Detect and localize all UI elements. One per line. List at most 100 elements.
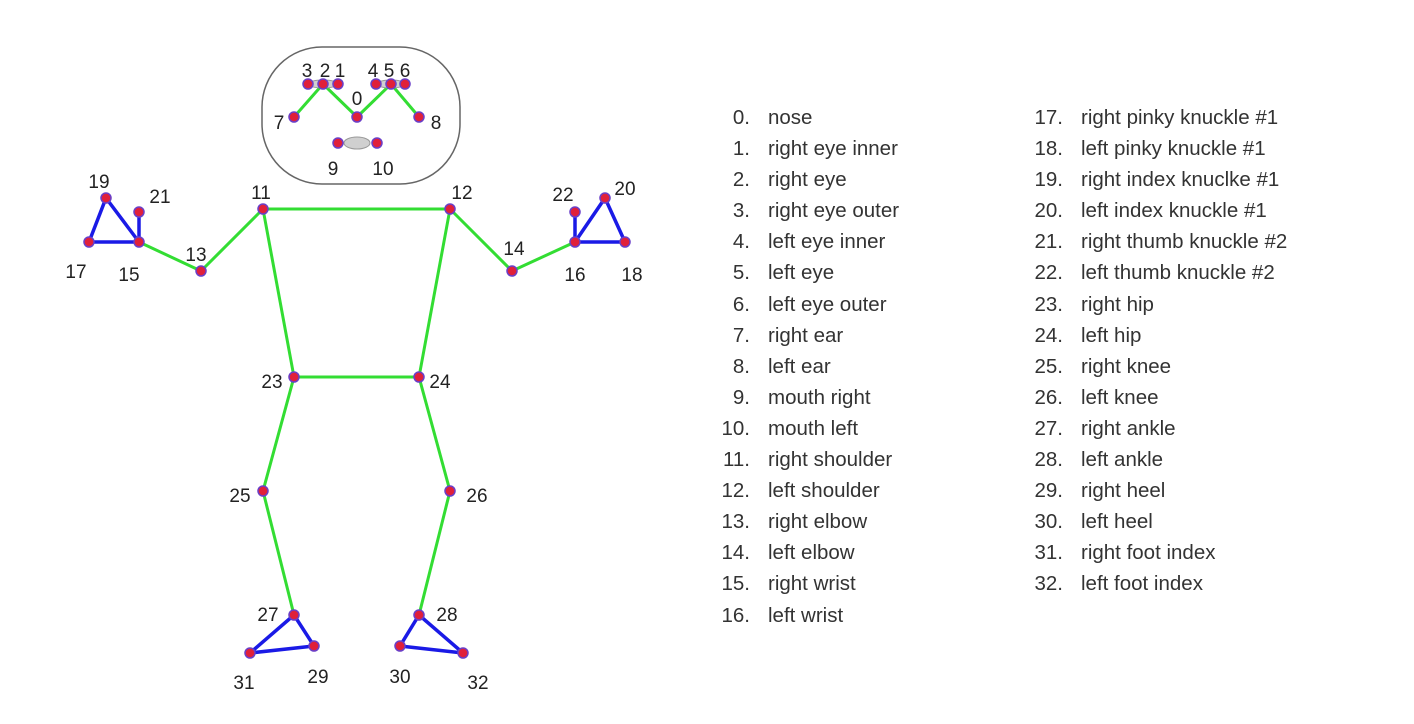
landmark-number-label: 5 xyxy=(384,61,395,82)
landmark-number-label: 9 xyxy=(328,159,339,180)
legend-label: left thumb knuckle #2 xyxy=(1081,261,1275,285)
landmark-number-label: 31 xyxy=(233,673,254,694)
landmark-point xyxy=(317,78,329,90)
landmark-number-label: 14 xyxy=(503,239,525,260)
landmark-number-label: 15 xyxy=(118,265,139,286)
landmark-point xyxy=(288,111,300,123)
landmark-number-label: 24 xyxy=(429,372,451,393)
landmark-number-label: 23 xyxy=(261,372,282,393)
legend-label: left eye xyxy=(768,261,835,285)
legend-number: 6. xyxy=(732,292,750,316)
legend-number: 18. xyxy=(1034,137,1064,161)
landmark-number-label: 13 xyxy=(185,245,206,266)
body-connection xyxy=(137,240,203,273)
legend-number: 26. xyxy=(1034,385,1064,409)
landmark-number-label: 6 xyxy=(400,61,411,82)
legend-item: 21.right thumb knuckle #2 xyxy=(1010,226,1288,257)
legend-label: right knee xyxy=(1081,354,1172,378)
landmark-point xyxy=(413,609,425,621)
landmark-number-label: 0 xyxy=(352,89,363,110)
legend-number: 1. xyxy=(732,137,750,161)
legend-item: 3.right eye outer xyxy=(700,195,899,226)
legend-label: left wrist xyxy=(768,603,844,627)
landmark-number-label: 27 xyxy=(257,605,278,626)
landmark-point xyxy=(257,203,269,215)
landmark-point xyxy=(244,647,256,659)
body-connection xyxy=(417,207,452,379)
landmark-point xyxy=(288,609,300,621)
legend-label: left eye inner xyxy=(768,230,886,254)
landmark-point xyxy=(399,78,411,90)
face-connection xyxy=(292,82,325,119)
legend-item: 7.right ear xyxy=(700,320,899,351)
legend-number: 20. xyxy=(1034,199,1064,223)
legend-item: 12.left shoulder xyxy=(700,475,899,506)
legend-number: 17. xyxy=(1034,106,1064,129)
legend-number: 22. xyxy=(1034,261,1064,285)
legend-label: left foot index xyxy=(1081,572,1203,596)
legend-label: left knee xyxy=(1081,385,1159,409)
landmark-point xyxy=(288,371,300,383)
legend-item: 8.left ear xyxy=(700,351,899,382)
hand-foot-connection xyxy=(248,613,296,655)
landmark-number-label: 10 xyxy=(372,159,393,180)
legend-label: right eye xyxy=(768,168,847,192)
legend-label: right eye inner xyxy=(768,137,898,161)
landmark-number-label: 32 xyxy=(467,673,488,694)
landmark-number-label: 18 xyxy=(621,265,642,286)
hand-foot-connection xyxy=(398,644,465,655)
legend-label: left pinky knuckle #1 xyxy=(1081,137,1266,161)
legend-item: 4.left eye inner xyxy=(700,226,899,257)
legend-item: 2.right eye xyxy=(700,164,899,195)
legend-item: 26. left knee xyxy=(1010,382,1287,413)
legend-number: 11. xyxy=(723,448,750,472)
legend-item: 11.right shoulder xyxy=(700,444,899,475)
legend-item: 9.mouth right xyxy=(700,382,899,413)
legend-label: left eye outer xyxy=(768,292,887,316)
landmark-point xyxy=(371,137,383,149)
legend-item: 15.right wrist xyxy=(700,568,899,599)
landmark-point xyxy=(457,647,469,659)
body-connection xyxy=(261,489,296,617)
landmark-number-label: 11 xyxy=(251,183,271,204)
hand-foot-connection xyxy=(292,613,316,648)
legend-item: 23.right hip xyxy=(1010,289,1287,320)
legend-number: 16. xyxy=(721,603,751,627)
legend-item: 27.right ankle xyxy=(1010,413,1287,444)
landmark-number-label: 3 xyxy=(302,61,313,82)
face-connection xyxy=(355,82,393,119)
landmark-point xyxy=(569,206,581,218)
landmark-point xyxy=(195,265,207,277)
legend-label: mouth left xyxy=(768,416,859,440)
landmark-number-label: 20 xyxy=(614,179,635,200)
landmark-point xyxy=(351,111,363,123)
legend-label: mouth right xyxy=(768,385,871,409)
landmark-number-label: 26 xyxy=(466,486,487,507)
legend-item: 17.right pinky knuckle #1 xyxy=(1010,102,1287,133)
legend-item: 25.right knee xyxy=(1010,351,1287,382)
landmark-point xyxy=(444,203,456,215)
face-outline xyxy=(261,46,461,185)
legend-item: 18. left pinky knuckle #1 xyxy=(1010,133,1287,164)
legend-item: 13.right elbow xyxy=(700,506,899,537)
legend-number: 0. xyxy=(732,106,750,129)
landmark-number-label: 29 xyxy=(307,667,328,688)
legend-item: 28.left ankle xyxy=(1010,444,1287,475)
legend-item: 32.left foot index xyxy=(1010,568,1287,599)
legend-item: 31.right foot index xyxy=(1010,537,1287,568)
legend-label: right ear xyxy=(768,323,844,347)
body-connection xyxy=(261,375,296,493)
legend-label: right heel xyxy=(1081,479,1166,503)
landmark-point xyxy=(599,192,611,204)
landmark-point xyxy=(385,78,397,90)
hand-foot-connection xyxy=(248,644,316,655)
legend-label: right foot index xyxy=(1081,541,1216,565)
legend-label: left ankle xyxy=(1081,448,1164,472)
legend-number: 10. xyxy=(721,416,751,440)
hand-foot-connection xyxy=(87,196,108,244)
legend-label: left index knuckle #1 xyxy=(1081,199,1267,223)
legend-item: 22. left thumb knuckle #2 xyxy=(1010,257,1287,288)
legend-number: 21. xyxy=(1034,230,1064,254)
